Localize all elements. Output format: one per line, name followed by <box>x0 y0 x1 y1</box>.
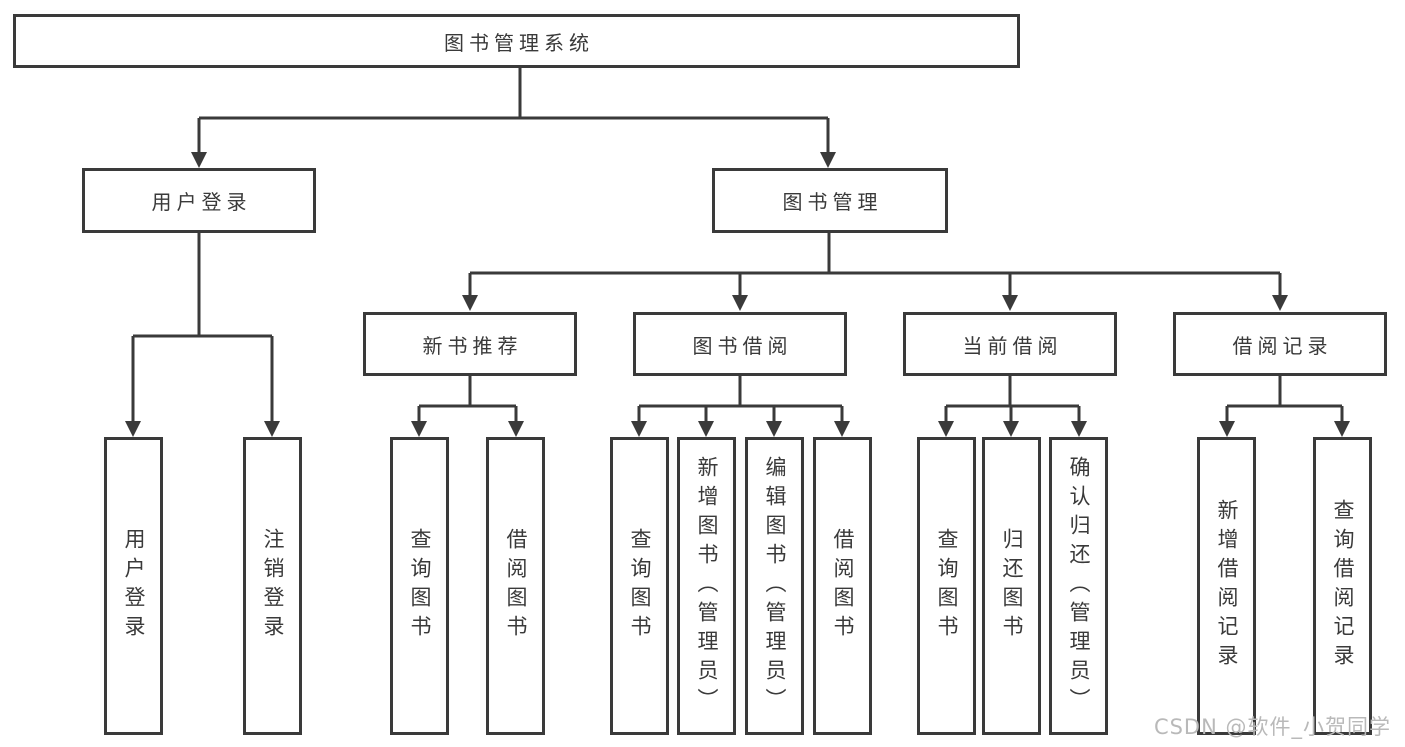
leaf-edit-books-admin: 编辑图书（管理员） <box>745 437 804 735</box>
watermark: CSDN @软件_小贺同学 <box>1153 715 1391 739</box>
node-borrow-records: 借阅记录 <box>1173 312 1387 376</box>
connector-paths <box>131 68 1344 424</box>
node-book-management: 图书管理 <box>712 168 948 233</box>
node-book-management-label: 图书管理 <box>782 190 883 214</box>
leaf-confirm-return-admin: 确认归还（管理员） <box>1049 437 1108 735</box>
leaf-add-books-admin: 新增图书（管理员） <box>677 437 736 735</box>
node-root-label: 图书管理系统 <box>444 30 594 55</box>
node-book-borrow-label: 图书借阅 <box>692 333 793 358</box>
leaf-query-books-current: 查询图书 <box>917 437 976 735</box>
node-user-login: 用户登录 <box>82 168 316 233</box>
leaf-user-login: 用户登录 <box>104 437 163 735</box>
node-new-book-recommend: 新书推荐 <box>363 312 577 376</box>
leaf-return-books: 归还图书 <box>982 437 1041 735</box>
leaf-borrow-books: 借阅图书 <box>813 437 872 735</box>
node-book-borrow: 图书借阅 <box>633 312 847 376</box>
leaf-borrow-books-recommend: 借阅图书 <box>486 437 545 735</box>
arrowheads <box>125 152 1350 437</box>
leaf-query-borrow-record: 查询借阅记录 <box>1313 437 1372 735</box>
leaf-query-books-recommend: 查询图书 <box>390 437 449 735</box>
node-user-login-label: 用户登录 <box>151 190 252 214</box>
node-borrow-records-label: 借阅记录 <box>1232 333 1333 358</box>
node-current-borrow-label: 当前借阅 <box>962 333 1063 358</box>
node-new-book-recommend-label: 新书推荐 <box>422 333 523 358</box>
leaf-query-books-borrow: 查询图书 <box>610 437 669 735</box>
leaf-add-borrow-record: 新增借阅记录 <box>1197 437 1256 735</box>
node-current-borrow: 当前借阅 <box>903 312 1117 376</box>
node-root: 图书管理系统 <box>13 14 1020 68</box>
leaf-logout-login: 注销登录 <box>243 437 302 735</box>
